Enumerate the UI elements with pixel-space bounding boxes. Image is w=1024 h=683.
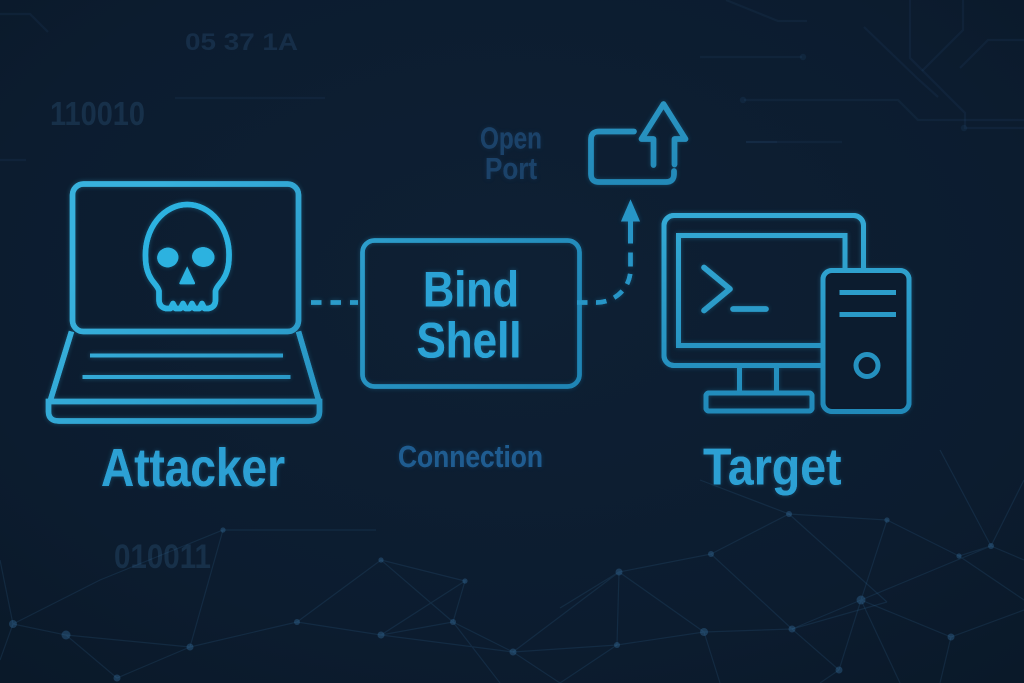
- svg-text:110010: 110010: [50, 95, 145, 132]
- svg-text:05 37 1A: 05 37 1A: [185, 29, 298, 56]
- svg-text:010011: 010011: [114, 538, 211, 576]
